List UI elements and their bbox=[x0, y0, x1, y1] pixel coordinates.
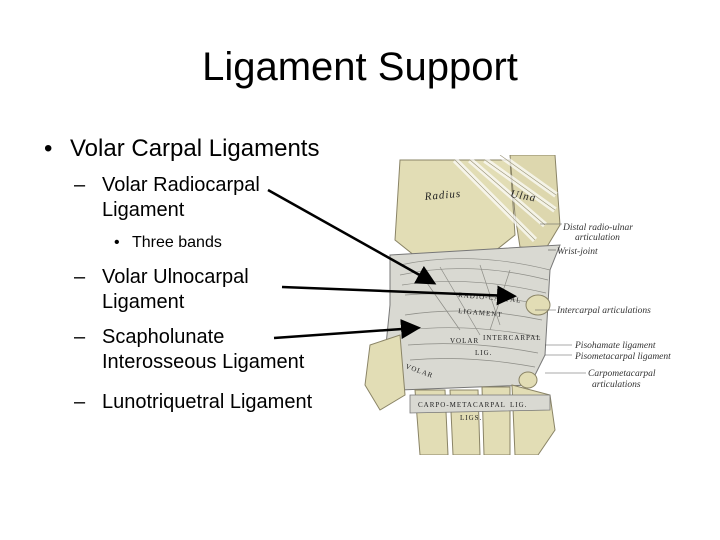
label-lig-short: LIG. bbox=[510, 401, 527, 409]
label-ligs: LIGS. bbox=[460, 414, 482, 422]
radius-bone bbox=[394, 159, 516, 261]
sub-bullet-line1: Volar Radiocarpal bbox=[102, 174, 260, 196]
bullet-volar-carpal-ligaments: • Volar Carpal Ligaments bbox=[44, 134, 319, 164]
wrist-ligament-illustration: Radius Ulna RADIO-CARPAL LIGAMENT VOLAR … bbox=[364, 155, 561, 455]
hamate-hook bbox=[518, 371, 538, 389]
sub-sub-bullet-three-bands: • Three bands bbox=[114, 233, 222, 253]
sub-bullet-scapholunate: – Scapholunate Interosseous Ligament bbox=[74, 325, 304, 375]
label-radius: Radius bbox=[423, 188, 461, 203]
sub-bullet-volar-ulnocarpal: – Volar Ulnocarpal Ligament bbox=[74, 265, 249, 315]
label-ligament: LIGAMENT bbox=[458, 307, 503, 319]
thumb-metacarpal bbox=[364, 334, 406, 411]
sub-bullet-dash: – bbox=[74, 326, 86, 348]
label-volar: VOLAR bbox=[450, 337, 479, 345]
label-ulna: Ulna bbox=[509, 188, 537, 204]
bullet-dot: • bbox=[114, 234, 120, 251]
bullet-text: Volar Carpal Ligaments bbox=[70, 135, 320, 162]
sub-sub-bullet-text: Three bands bbox=[132, 234, 222, 251]
sub-bullet-line1: Scapholunate bbox=[102, 326, 225, 348]
sub-bullet-line1: Volar Ulnocarpal bbox=[102, 266, 249, 288]
pisiform-bone bbox=[525, 294, 551, 316]
sub-bullet-lunotriquetral: – Lunotriquetral Ligament bbox=[74, 390, 312, 415]
sub-bullet-line2: Ligament bbox=[102, 291, 185, 313]
label-lig: LIG. bbox=[475, 349, 492, 357]
bullet-dot: • bbox=[44, 135, 53, 162]
sub-bullet-volar-radiocarpal: – Volar Radiocarpal Ligament bbox=[74, 173, 260, 223]
sub-bullet-line2: Interosseous Ligament bbox=[102, 351, 305, 373]
slide-title: Ligament Support bbox=[202, 45, 518, 89]
sub-bullet-line2: Ligament bbox=[102, 199, 185, 221]
label-intercarpal: INTERCARPAL bbox=[483, 334, 542, 342]
label-carpo-metacarpal: CARPO-METACARPAL bbox=[418, 401, 506, 409]
sub-bullet-line1: Lunotriquetral Ligament bbox=[102, 391, 313, 413]
sub-bullet-dash: – bbox=[74, 174, 86, 196]
sub-bullet-dash: – bbox=[74, 391, 86, 413]
sub-bullet-dash: – bbox=[74, 266, 86, 288]
